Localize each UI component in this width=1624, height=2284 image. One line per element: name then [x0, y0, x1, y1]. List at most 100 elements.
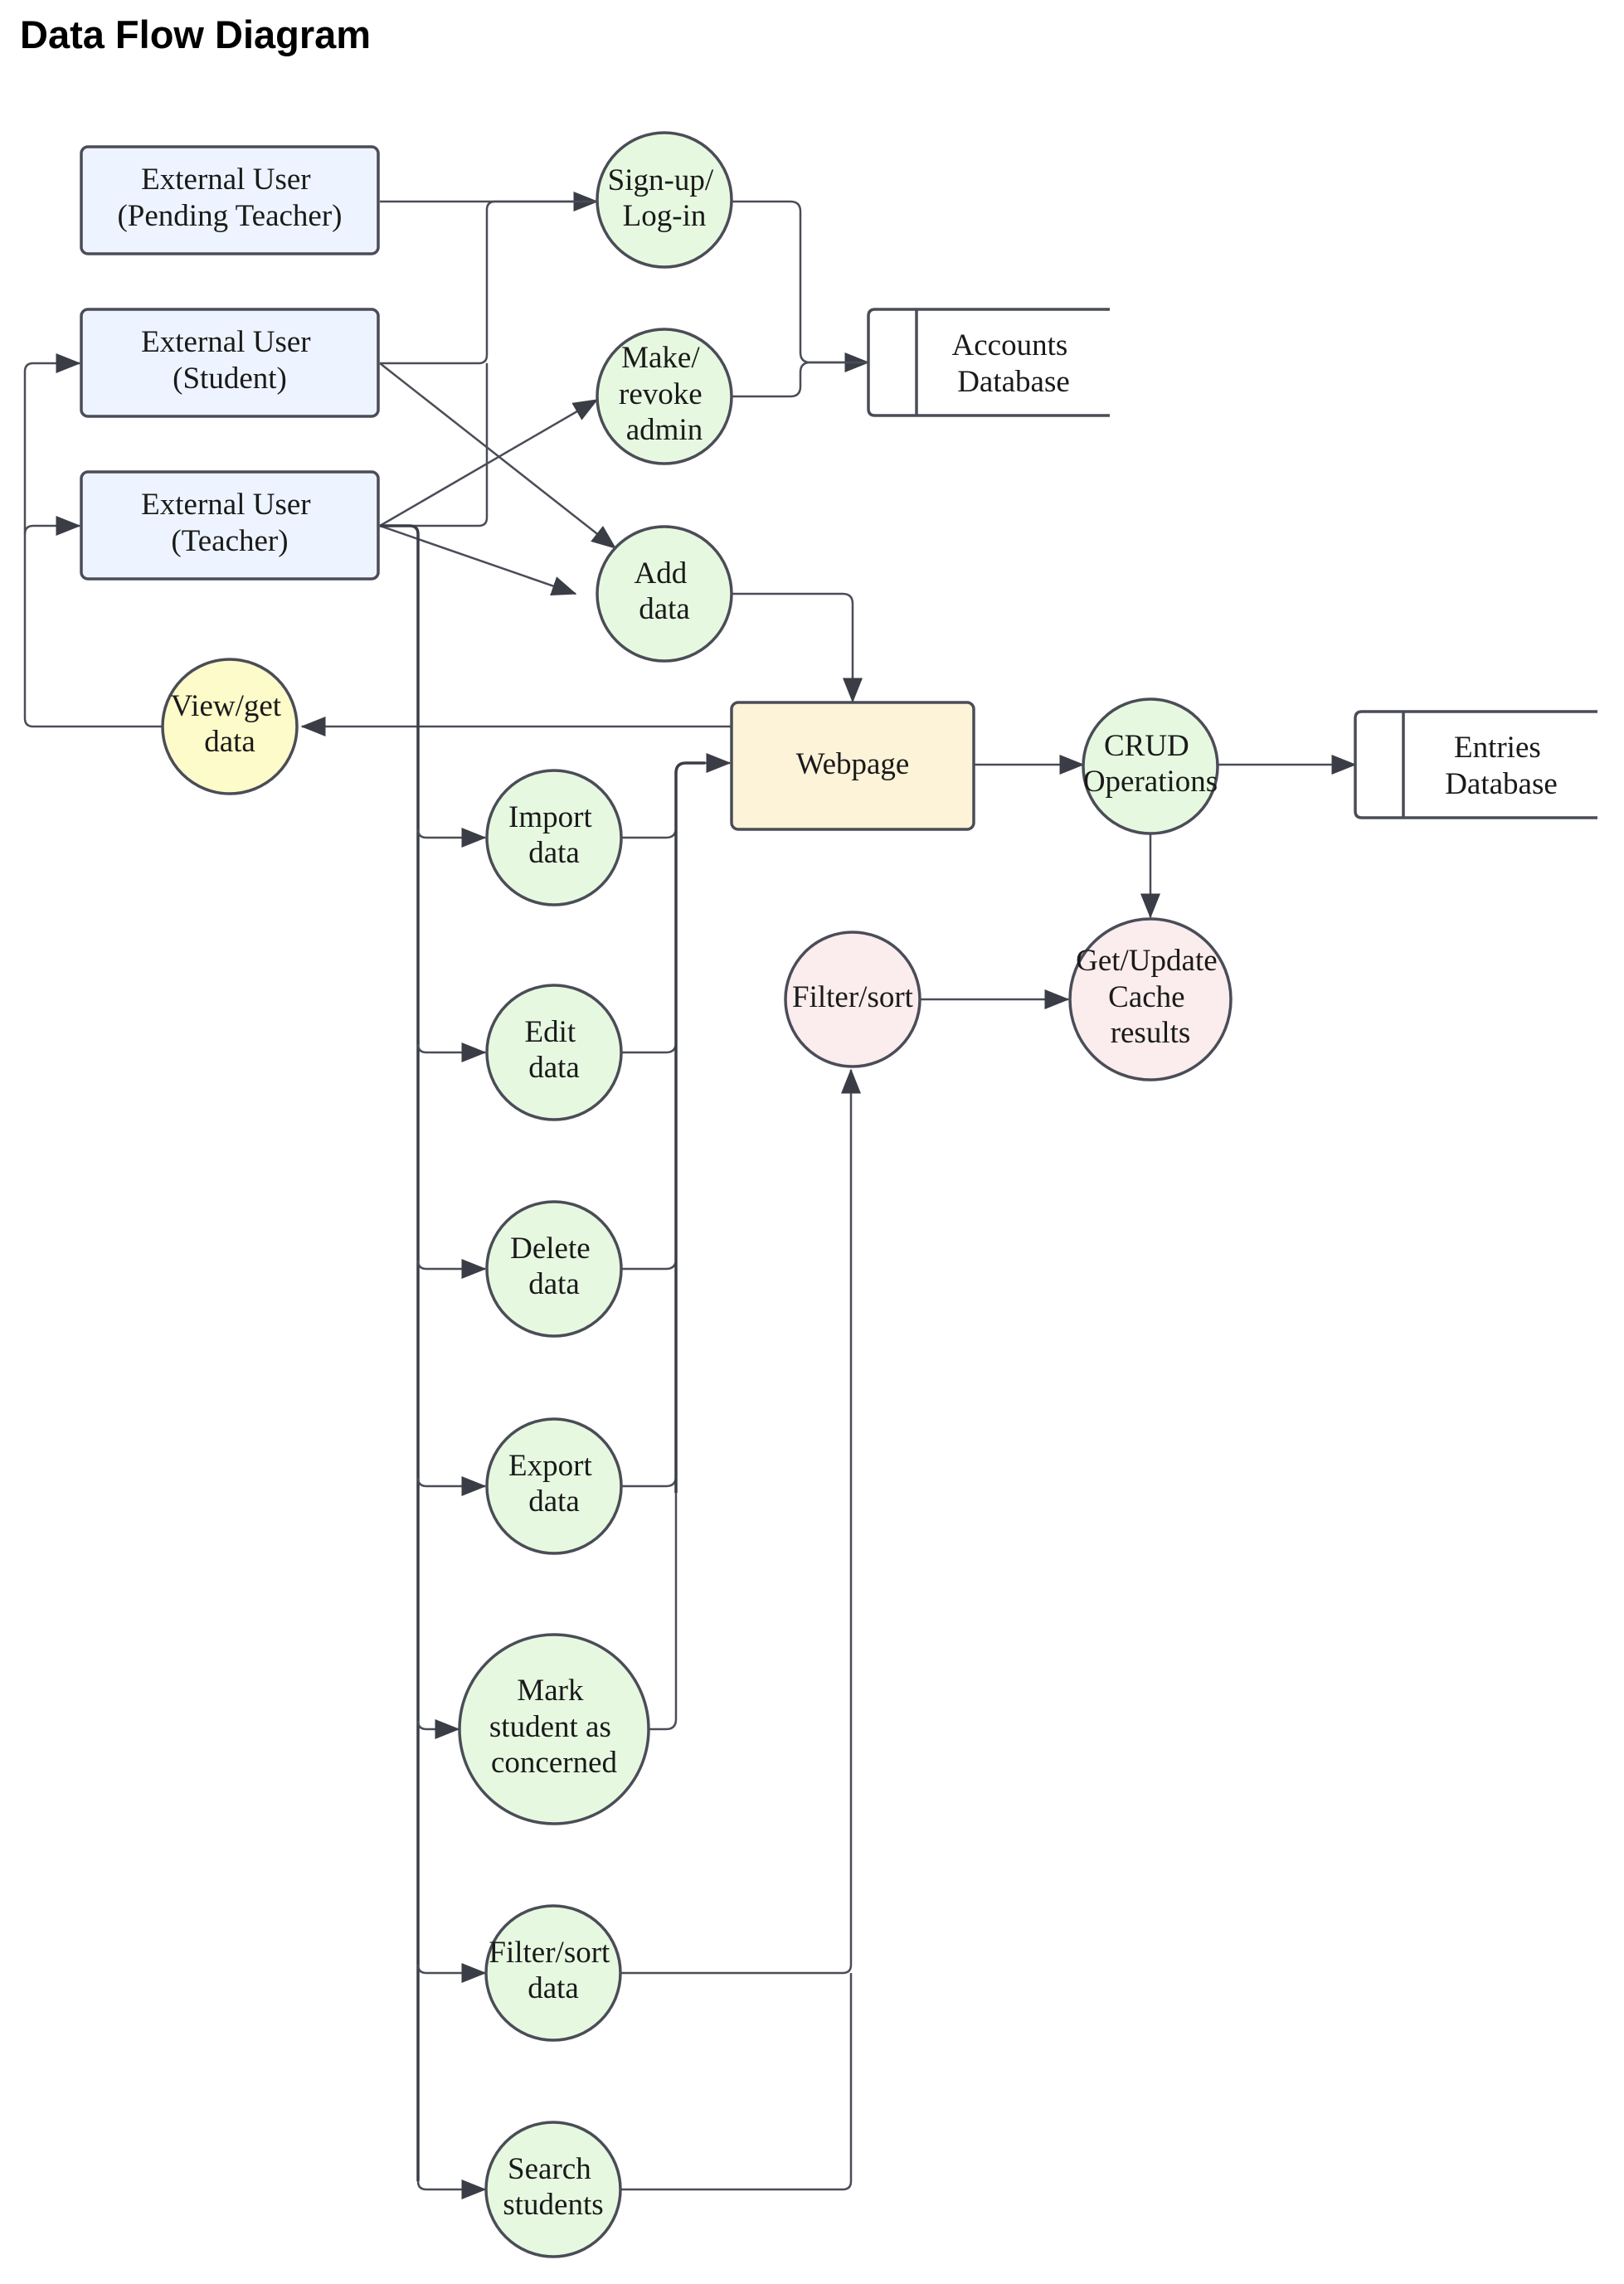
store-accounts-label-2: Database	[957, 365, 1070, 399]
process-search-students[interactable]: Search students	[484, 2121, 622, 2258]
svg-text:Search students: Search students	[503, 2152, 603, 2222]
process-filter-sort[interactable]: Filter/sort	[784, 931, 921, 1068]
process-mark-label-1: Mark	[517, 1674, 584, 1708]
svg-text:External User (Pending: External User (Pending Teacher)	[117, 163, 342, 233]
entity-student-label-2: (Student)	[173, 362, 287, 396]
edge-mark-to-webpage	[649, 753, 732, 1731]
flow-edges	[23, 192, 1357, 2199]
svg-text:Sign-up/ Log-in: Sign-up/ Log-in	[608, 163, 722, 233]
entity-pending-teacher-label-2: (Pending Teacher)	[117, 199, 342, 233]
edge-teacher-to-admin	[379, 398, 599, 527]
process-filter-sort-label: Filter/sort	[792, 980, 914, 1014]
process-view-get-label-1: View/get	[171, 689, 282, 723]
edge-view-get-to-users	[23, 353, 163, 728]
edge-teacher-trunk	[380, 524, 420, 2181]
process-mark-label-3: concerned	[491, 1746, 618, 1780]
process-add-data[interactable]: Add data	[596, 525, 733, 663]
process-export-label-1: Export	[508, 1449, 592, 1483]
node-webpage[interactable]: Webpage	[730, 701, 975, 831]
entity-pending-teacher-label-1: External User	[141, 163, 310, 197]
process-add-data-label-1: Add	[635, 556, 688, 590]
edge-teacher-to-add-data	[379, 524, 577, 595]
svg-text:Delete data: Delete data	[510, 1232, 598, 1301]
process-cache-results[interactable]: Get/Update Cache results	[1068, 917, 1233, 1081]
process-crud-label-2: Operations	[1083, 765, 1218, 799]
entity-teacher-label-2: (Teacher)	[171, 524, 288, 558]
entity-student[interactable]: External User (Student)	[80, 308, 380, 418]
process-export-label-2: data	[528, 1485, 580, 1519]
svg-text:CRUD Operations: CRUD Operations	[1083, 729, 1218, 799]
process-admin-label-2: revoke	[619, 377, 703, 411]
process-filter-sort-data-label-1: Filter/sort	[489, 1936, 610, 1970]
svg-text:Edit data: Edit data	[525, 1015, 584, 1085]
edge-admin-to-accounts	[732, 361, 868, 398]
process-delete-label-1: Delete	[510, 1232, 591, 1266]
store-accounts-database[interactable]: Accounts Database	[867, 308, 1110, 417]
process-crud-operations[interactable]: CRUD Operations	[1082, 697, 1219, 835]
edge-process-bus	[674, 761, 705, 1493]
entity-pending-teacher[interactable]: External User (Pending Teacher)	[80, 145, 380, 255]
svg-text:Filter/sort data: Filter/sort data	[489, 1936, 617, 2005]
process-crud-label-1: CRUD	[1104, 729, 1189, 763]
process-search-label-2: students	[503, 2188, 603, 2222]
process-make-revoke-admin[interactable]: Make/ revoke admin	[596, 328, 733, 465]
svg-text:Mark student as: Mark student as concerned	[489, 1674, 619, 1780]
store-entries-label-1: Entries	[1454, 731, 1541, 765]
process-add-data-label-2: data	[639, 592, 690, 626]
process-edit-data[interactable]: Edit data	[485, 984, 623, 1121]
edge-export-to-webpage	[622, 1475, 678, 1488]
process-filter-sort-data[interactable]: Filter/sort data	[484, 1904, 622, 2042]
edge-teacher-to-import	[416, 828, 487, 848]
svg-text:External User (Teacher: External User (Teacher)	[141, 488, 318, 558]
edge-import-to-webpage	[622, 827, 678, 839]
svg-text:External User (Student: External User (Student)	[141, 325, 318, 396]
process-edit-label-2: data	[528, 1051, 580, 1085]
store-entries-database[interactable]: Entries Database	[1354, 710, 1597, 819]
edge-view-get-to-teacher	[23, 516, 81, 536]
process-view-get-label-2: data	[204, 725, 255, 759]
svg-text:Accounts Database: Accounts Database	[952, 328, 1076, 399]
edge-teacher-to-delete	[416, 1259, 487, 1279]
edge-teacher-to-mark	[416, 1719, 460, 1739]
process-admin-label-3: admin	[626, 413, 703, 447]
edge-filter-sort-data-to-filter-sort	[620, 1068, 861, 1975]
edge-edit-to-webpage	[622, 1042, 678, 1054]
store-entries-label-2: Database	[1445, 767, 1558, 801]
edge-teacher-to-edit	[416, 1042, 487, 1062]
edge-teacher-to-filter-sort-data	[416, 1963, 487, 1983]
process-export-data[interactable]: Export data	[485, 1417, 623, 1555]
edge-delete-to-webpage	[622, 1258, 678, 1271]
node-webpage-label: Webpage	[796, 747, 910, 781]
process-signup-login[interactable]: Sign-up/ Log-in	[596, 131, 733, 269]
edge-teacher-to-signup	[380, 363, 489, 527]
process-signup-label-1: Sign-up/	[608, 163, 714, 197]
entity-teacher-label-1: External User	[141, 488, 310, 522]
edge-signup-to-accounts	[732, 200, 870, 372]
process-search-label-1: Search	[508, 2152, 591, 2186]
edge-search-to-filter-sort	[620, 1973, 853, 2191]
svg-text:Filter/sort: Filter/sort	[792, 980, 914, 1014]
svg-text:Get/Update Cache: Get/Update Cache results	[1076, 944, 1225, 1050]
process-mark-student-concerned[interactable]: Mark student as concerned	[458, 1633, 650, 1825]
process-signup-label-2: Log-in	[623, 199, 707, 233]
process-admin-label-1: Make/	[621, 341, 700, 375]
process-view-get-data[interactable]: View/get data	[161, 658, 299, 795]
entity-teacher[interactable]: External User (Teacher)	[80, 470, 380, 581]
process-edit-label-1: Edit	[525, 1015, 576, 1049]
process-import-data[interactable]: Import data	[485, 769, 623, 906]
process-delete-data[interactable]: Delete data	[485, 1200, 623, 1338]
edge-student-to-add-data	[379, 362, 617, 549]
svg-text:Export data: Export data	[508, 1449, 600, 1519]
edge-teacher-to-search	[416, 2180, 487, 2199]
process-mark-label-2: student as	[489, 1710, 611, 1744]
svg-text:Entries Database: Entries Database	[1445, 731, 1558, 801]
edge-teacher-to-export	[416, 1476, 487, 1496]
process-cache-label-1: Get/Update	[1076, 944, 1218, 978]
svg-text:Import data: Import data	[508, 800, 600, 870]
entity-student-label-1: External User	[141, 325, 310, 359]
process-cache-label-2: Cache	[1108, 980, 1184, 1014]
process-delete-label-2: data	[528, 1267, 580, 1301]
edge-add-data-to-webpage	[732, 592, 863, 703]
edge-student-to-signup	[380, 200, 597, 365]
